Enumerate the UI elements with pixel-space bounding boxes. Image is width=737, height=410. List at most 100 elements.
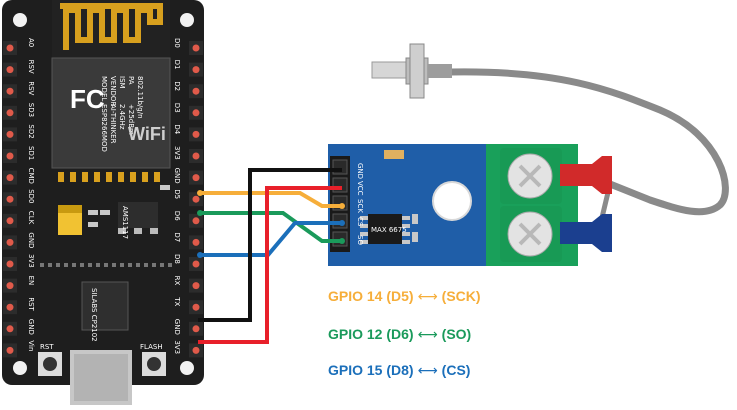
left-pin-label-2: RSV (27, 81, 35, 95)
right-pin-label-4: D4 (173, 124, 181, 134)
sensor-pin-label-3: CS (356, 217, 364, 227)
right-pin-label-14: 3V3 (173, 340, 181, 354)
left-pin-dot-6 (6, 174, 14, 182)
left-pin-label-9: GND (27, 232, 35, 248)
left-pin-dot-10 (6, 260, 14, 268)
left-pin-label-4: SD2 (27, 124, 35, 138)
module-value-1: AI-THINKER (109, 104, 117, 144)
left-pin-dot-7 (6, 195, 14, 203)
usb-chip-label: SILABS CP2102 (90, 288, 98, 342)
left-pin-dot-3 (6, 109, 14, 117)
module-line-4: 802.11b/g/n (136, 76, 144, 119)
sensor-pin-label-4: SO (356, 235, 364, 245)
wire-gnd (198, 168, 342, 322)
right-pin-dot-2 (192, 87, 200, 95)
right-pin-dot-13 (192, 325, 200, 333)
left-pin-dot-9 (6, 238, 14, 246)
legend-sensor-pin-label: (SO) (441, 326, 472, 342)
left-pin-label-1: RSV (27, 60, 35, 74)
sensor-pin-label-0: GND (356, 163, 364, 179)
left-pin-label-5: SD1 (27, 146, 35, 160)
wire-cs (200, 221, 342, 257)
wire-group (197, 168, 345, 344)
right-pin-label-3: D3 (173, 103, 181, 113)
right-pin-label-8: D6 (173, 211, 181, 221)
double-arrow-icon: ⟷ (417, 327, 438, 343)
right-pin-label-12: TX (173, 296, 181, 306)
module-value-0: ESP8266MOD (100, 104, 108, 152)
esp8266-board: A0RSVRSVSD3SD2SD1CMDSD0CLKGND3V3ENRSTGND… (2, 0, 204, 405)
right-pin-label-5: 3V3 (173, 146, 181, 160)
right-pin-label-9: D7 (173, 232, 181, 242)
legend-row: GPIO 15 (D8)⟷(CS) (328, 362, 470, 379)
wire-so (200, 211, 342, 243)
module-line-3: PA (127, 76, 135, 85)
module-line-2: ISM (118, 76, 126, 89)
right-pin-label-2: D2 (173, 81, 181, 91)
module-brand: FC (70, 84, 105, 114)
sensor-chip-label: MAX 6675 (371, 226, 407, 234)
left-pin-dot-2 (6, 87, 14, 95)
right-pin-dot-4 (192, 130, 200, 138)
right-pin-dot-9 (192, 238, 200, 246)
right-pin-dot-3 (192, 109, 200, 117)
right-pin-dot-6 (192, 174, 200, 182)
left-pin-dot-1 (6, 66, 14, 74)
right-pin-dot-5 (192, 152, 200, 160)
left-pin-label-11: EN (27, 276, 35, 286)
regulator-label: AMS1117 (121, 206, 129, 239)
legend-gpio-label: GPIO 12 (D6) (328, 326, 414, 342)
left-pin-label-0: A0 (27, 38, 35, 47)
right-pin-dot-1 (192, 66, 200, 74)
left-pin-label-3: SD3 (27, 103, 35, 117)
legend-sensor-pin-label: (SCK) (441, 288, 481, 304)
right-pin-label-11: RX (173, 276, 181, 286)
left-pin-label-14: Vin (27, 340, 35, 351)
right-pin-label-0: D0 (173, 38, 181, 48)
module-line-0: MODEL (100, 76, 108, 101)
right-pin-dot-10 (192, 260, 200, 268)
legend-sensor-pin-label: (CS) (441, 362, 471, 378)
right-pin-dot-14 (192, 346, 200, 354)
sensor-pin-label-2: SCK (356, 199, 364, 213)
left-pin-dot-0 (6, 44, 14, 52)
right-pin-dot-12 (192, 303, 200, 311)
left-pin-dot-13 (6, 325, 14, 333)
right-pin-dot-7 (192, 195, 200, 203)
right-pin-dot-11 (192, 282, 200, 290)
legend-row: GPIO 14 (D5)⟷(SCK) (328, 288, 481, 305)
double-arrow-icon: ⟷ (417, 363, 438, 379)
wifi-logo: WiFi (128, 124, 166, 144)
left-pin-dot-4 (6, 130, 14, 138)
sensor-pin-label-1: VCC (356, 181, 364, 196)
right-pin-label-10: D8 (173, 254, 181, 264)
module-value-3: +25dBm (127, 104, 135, 135)
left-pin-dot-12 (6, 303, 14, 311)
flash-button-label: FLASH (140, 343, 163, 351)
legend-gpio-label: GPIO 14 (D5) (328, 288, 414, 304)
right-pin-label-1: D1 (173, 60, 181, 70)
max6675-module (328, 144, 612, 266)
legend-gpio-label: GPIO 15 (D8) (328, 362, 414, 378)
right-pin-label-7: D5 (173, 189, 181, 199)
left-pin-label-6: CMD (27, 168, 35, 184)
module-value-2: 2.4GHz (118, 104, 126, 130)
left-pin-label-10: 3V3 (27, 254, 35, 268)
module-line-1: VENDOR (109, 76, 117, 106)
left-pin-dot-5 (6, 152, 14, 160)
wire-sck (200, 191, 342, 208)
left-pin-label-7: SD0 (27, 189, 35, 203)
wire-vcc (198, 186, 342, 344)
double-arrow-icon: ⟷ (417, 289, 438, 305)
legend-row: GPIO 12 (D6)⟷(SO) (328, 326, 471, 343)
left-pin-label-8: CLK (27, 211, 35, 225)
left-pin-dot-14 (6, 346, 14, 354)
left-pin-label-12: RST (27, 297, 35, 311)
left-pin-dot-8 (6, 217, 14, 225)
right-pin-dot-0 (192, 44, 200, 52)
rst-button-label: RST (40, 343, 54, 351)
right-pin-label-6: GND (173, 168, 181, 184)
left-pin-dot-11 (6, 282, 14, 290)
left-pin-label-13: GND (27, 319, 35, 335)
